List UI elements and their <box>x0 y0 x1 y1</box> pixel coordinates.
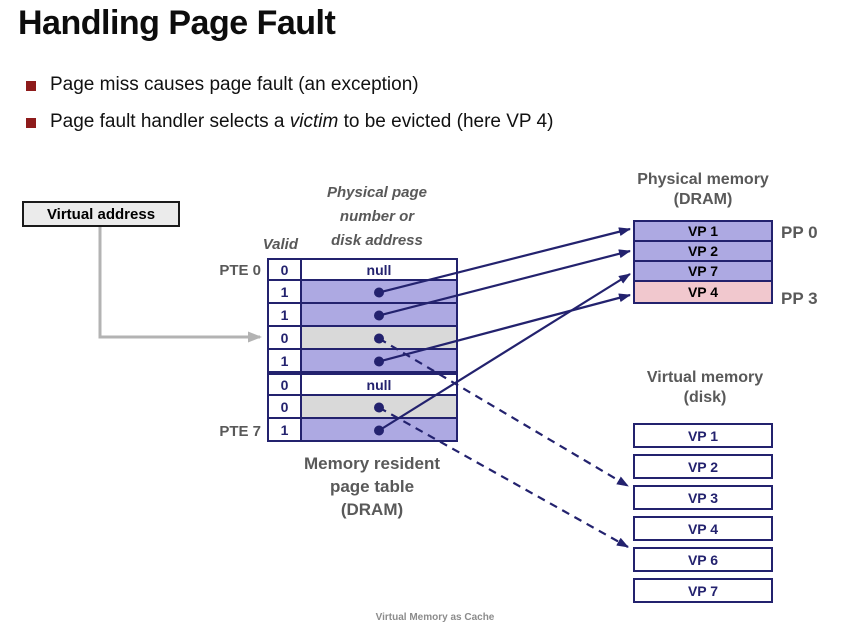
disk-box-vp2: VP 2 <box>633 454 773 479</box>
disk-box-vp7: VP 7 <box>633 578 773 603</box>
bullet-text: Page miss causes page fault (an exceptio… <box>50 74 419 95</box>
pte-row-2: 1 <box>267 304 458 327</box>
bullet-text: Page fault handler selects a victim to b… <box>50 111 554 132</box>
virtual-address-box: Virtual address <box>22 201 180 227</box>
disk-box-vp6: VP 6 <box>633 547 773 572</box>
slide-footer: Virtual Memory as Cache <box>375 612 495 623</box>
dram-row-vp4-victim: VP 4 <box>635 282 771 302</box>
dram-row-vp2: VP 2 <box>635 242 771 262</box>
pte0-label: PTE 0 <box>219 262 261 279</box>
pp3-label: PP 3 <box>781 289 818 308</box>
valid-cell: 1 <box>269 350 302 371</box>
ppn-cell <box>302 396 456 417</box>
disk-box-vp4: VP 4 <box>633 516 773 541</box>
virtual-memory-header: Virtual memory (disk) <box>646 369 764 406</box>
page-title: Handling Page Fault <box>18 4 336 42</box>
ppn-cell <box>302 304 456 325</box>
pte-row-1: 1 <box>267 281 458 304</box>
ppn-cell <box>302 281 456 302</box>
disk-box-vp3: VP 3 <box>633 485 773 510</box>
bullet-square-icon <box>26 118 36 128</box>
pte-row-6: 0 <box>267 396 458 419</box>
bullet-item: Page miss causes page fault (an exceptio… <box>26 74 806 96</box>
dram-row-vp1: VP 1 <box>635 222 771 242</box>
bullet-item: Page fault handler selects a victim to b… <box>26 111 806 133</box>
physical-memory-header: Physical memory (DRAM) <box>637 171 769 208</box>
pte-row-3: 0 <box>267 327 458 350</box>
virtual-address-to-pte-arrow <box>98 227 262 343</box>
ppn-cell <box>302 419 456 440</box>
physical-memory-box: VP 1 VP 2 VP 7 VP 4 <box>633 220 773 304</box>
valid-cell: 0 <box>269 327 302 348</box>
valid-cell: 1 <box>269 304 302 325</box>
virtual-address-label: Virtual address <box>46 205 156 223</box>
pte-row-0: 0 null <box>267 258 458 281</box>
page-table: 0 null 1 1 0 1 0 null 0 1 <box>267 258 458 442</box>
virtual-memory-disk: VP 1 VP 2 VP 3 VP 4 VP 6 VP 7 <box>633 423 773 609</box>
valid-cell: 1 <box>269 419 302 440</box>
ppn-cell: null <box>302 260 456 279</box>
page-table-header: Physical page number or disk address <box>326 184 428 249</box>
pte7-label: PTE 7 <box>219 423 261 440</box>
valid-cell: 0 <box>269 260 302 279</box>
valid-cell: 1 <box>269 281 302 302</box>
pte-row-5: 0 null <box>267 373 458 396</box>
ppn-cell <box>302 327 456 348</box>
disk-box-vp1: VP 1 <box>633 423 773 448</box>
dram-row-vp7: VP 7 <box>635 262 771 282</box>
ppn-cell: null <box>302 375 456 394</box>
pte-row-7: 1 <box>267 419 458 442</box>
pp0-label: PP 0 <box>781 223 818 242</box>
valid-cell: 0 <box>269 375 302 394</box>
valid-column-label: Valid <box>262 236 298 253</box>
ppn-cell <box>302 350 456 371</box>
valid-cell: 0 <box>269 396 302 417</box>
page-table-caption: Memory resident page table (DRAM) <box>303 454 441 519</box>
bullet-square-icon <box>26 81 36 91</box>
pte-row-4: 1 <box>267 350 458 373</box>
